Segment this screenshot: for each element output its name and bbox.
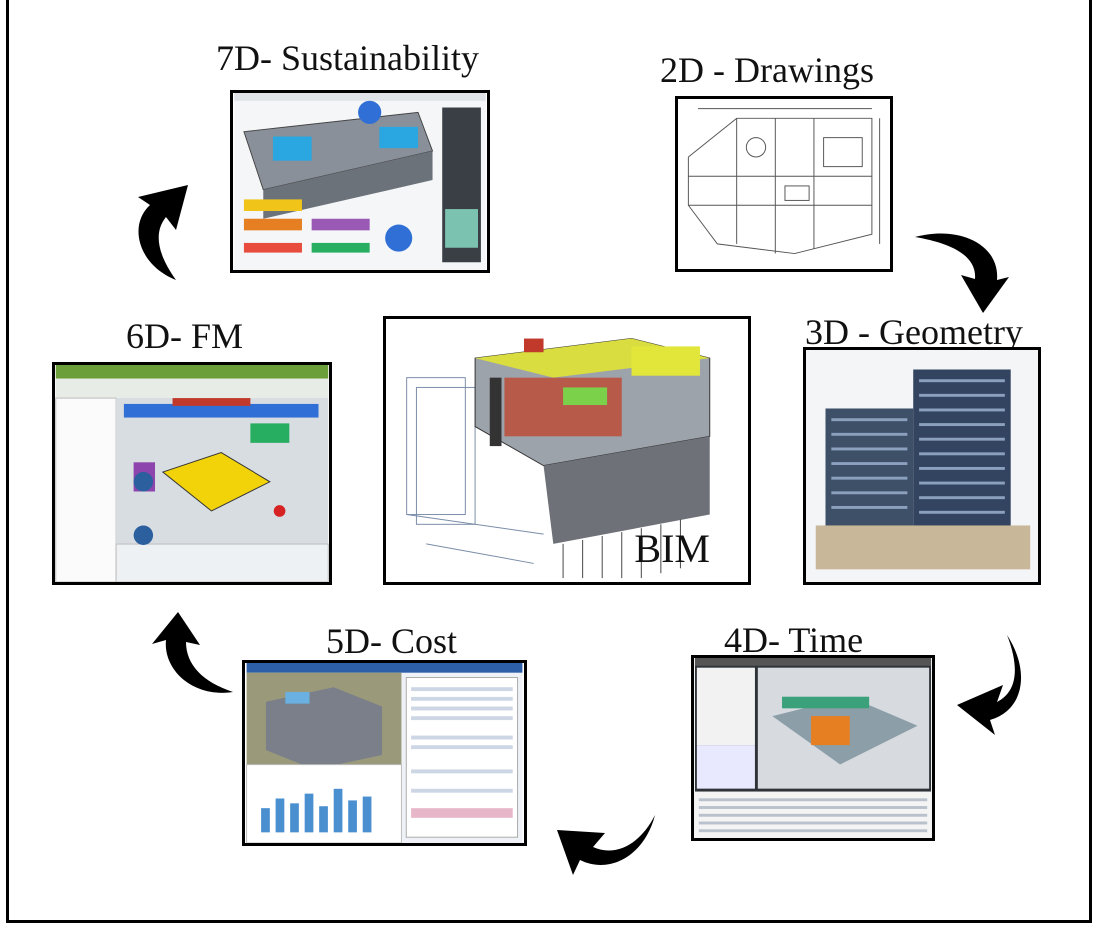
sustainability-screenshot-graphic xyxy=(234,93,486,270)
panel-3d-geometry-image xyxy=(803,347,1041,585)
arrow-6d-to-7d-icon xyxy=(138,185,188,280)
panel-4d-time-image xyxy=(691,655,935,841)
label-7d-sustainability: 7D- Sustainability xyxy=(216,38,479,78)
arrow-5d-to-6d-icon xyxy=(152,612,233,693)
label-3d-geometry: 3D - Geometry xyxy=(805,312,1023,352)
cost-screenshot-graphic xyxy=(246,663,523,843)
building-render-graphic xyxy=(806,350,1038,582)
arrow-4d-to-5d-icon xyxy=(557,815,655,875)
panel-2d-drawings-image xyxy=(675,96,893,272)
panel-6d-fm-image xyxy=(52,362,332,585)
label-2d-drawings: 2D - Drawings xyxy=(660,50,874,90)
bim-center-label: BIM xyxy=(634,526,710,571)
floor-plan-graphic xyxy=(678,99,890,269)
schedule-screenshot-graphic xyxy=(694,658,932,838)
arrow-2d-to-3d-icon xyxy=(915,233,1009,313)
arrow-3d-to-4d-icon xyxy=(957,635,1022,735)
panel-bim-image: BIM xyxy=(383,316,751,585)
panel-5d-cost-image xyxy=(242,660,527,846)
panel-7d-sustainability-image xyxy=(230,90,490,273)
label-6d-fm: 6D- FM xyxy=(126,316,244,356)
label-5d-cost: 5D- Cost xyxy=(326,621,458,661)
facility-management-screenshot-graphic xyxy=(55,365,329,582)
label-4d-time: 4D- Time xyxy=(724,620,864,660)
bim-model-graphic xyxy=(387,319,747,582)
